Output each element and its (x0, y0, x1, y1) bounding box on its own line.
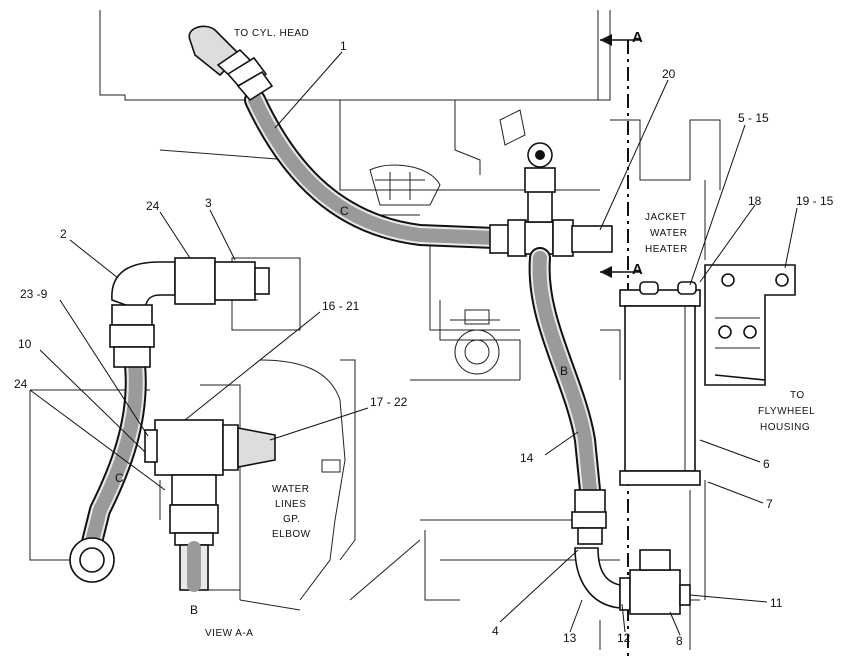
callout-13: 13 (563, 631, 577, 645)
callout-1: 1 (340, 39, 347, 53)
water-lines-label-1: WATER (272, 484, 310, 495)
hose-b-bottom: B (179, 541, 209, 617)
flywheel-label: FLYWHEEL (758, 406, 815, 417)
to-cyl-head-label: TO CYL. HEAD (234, 28, 309, 39)
callout-2: 2 (60, 227, 67, 241)
callout-12: 12 (617, 631, 631, 645)
callout-18: 18 (748, 194, 762, 208)
callout-4: 4 (492, 624, 499, 638)
hose-c-top (244, 89, 506, 249)
callout-11: 11 (770, 596, 783, 610)
callout-7: 7 (766, 497, 773, 511)
elbow-assembly (109, 257, 270, 368)
housing-label: HOUSING (760, 422, 810, 433)
callout-14: 14 (520, 451, 534, 465)
to-label: TO (790, 390, 805, 401)
lower-right-fittings (571, 489, 691, 615)
callout-10: 10 (18, 337, 32, 351)
callout-8: 8 (676, 634, 683, 648)
callout-6: 6 (763, 457, 770, 471)
heater-bracket: TO FLYWHEEL HOUSING (704, 264, 815, 433)
callout-17-22: 17 - 22 (370, 395, 408, 409)
jacket-label: JACKET (645, 212, 686, 223)
section-a-mid-label: A (632, 261, 643, 278)
hose-b-right-label: B (560, 364, 568, 378)
heater-label: HEATER (645, 244, 688, 255)
hose-c-top-label: C (340, 204, 349, 218)
jacket-water-heater: JACKET WATER HEATER (619, 212, 701, 486)
callout-numbers: 1 20 5 - 15 18 19 - 15 24 3 2 23 -9 16 -… (14, 39, 834, 648)
water-lines-label-4: ELBOW (272, 529, 311, 540)
view-a-a-label: VIEW A-A (205, 628, 253, 639)
callout-24-left: 24 (14, 377, 28, 391)
callout-16-21: 16 - 21 (322, 299, 360, 313)
hose-b-bottom-label: B (190, 603, 198, 617)
hose-b-right: B (528, 247, 601, 501)
water-lines-label-3: GP. (283, 514, 300, 525)
section-a-top-label: A (632, 29, 643, 46)
cyl-head-fitting: TO CYL. HEAD (188, 25, 309, 102)
hose-c-left: C (69, 354, 147, 583)
upper-right-fittings: C (340, 142, 613, 257)
callout-24-top: 24 (146, 199, 160, 213)
tee-fitting (144, 419, 276, 546)
leader-lines (29, 51, 798, 636)
callout-3: 3 (205, 196, 212, 210)
callout-23-9: 23 -9 (20, 287, 48, 301)
callout-20: 20 (662, 67, 676, 81)
hose-c-left-label: C (115, 471, 124, 485)
water-lines-label-2: LINES (275, 499, 306, 510)
water-label: WATER (650, 228, 688, 239)
callout-5-15: 5 - 15 (738, 111, 769, 125)
callout-19-15: 19 - 15 (796, 194, 834, 208)
